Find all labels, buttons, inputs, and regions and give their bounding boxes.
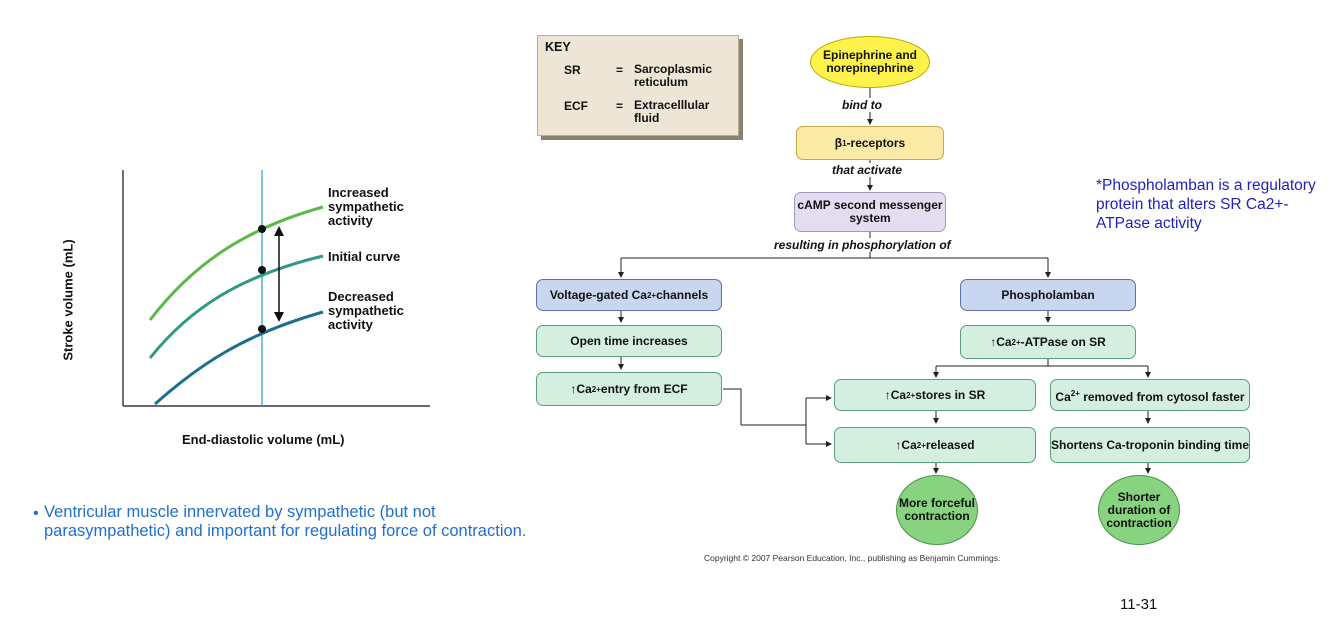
key-eq-sr: = [616, 63, 624, 77]
more-forceful-node: More forceful contraction [896, 475, 978, 545]
up-arrow-icon: ↑ [884, 387, 891, 402]
removed-from-cytosol-node: Ca2+ removed from cytosol faster [1050, 379, 1250, 411]
initial-curve [148, 254, 324, 359]
key-abbr-sr: SR [564, 63, 581, 77]
released-text-pre: Ca [901, 437, 917, 452]
stores-text-pre: Ca [890, 387, 907, 402]
bullet-text: Ventricular muscle innervated by sympath… [44, 503, 527, 540]
initial-point [258, 266, 266, 274]
beta-symbol: β [834, 135, 843, 150]
decreased-sympathetic-curve [154, 310, 324, 406]
released-sup: 2+ [916, 440, 926, 450]
stores-sup: 2+ [906, 390, 916, 400]
removed-text-pre: Ca [1055, 389, 1071, 404]
decreased-curve-label: Decreased sympathetic activity [328, 289, 404, 332]
entry-sup: 2+ [591, 384, 601, 394]
increased-curve-label: Increased sympathetic activity [328, 185, 404, 228]
bind-to-label: bind to [842, 98, 882, 112]
graph-x-label: End-diastolic volume (mL) [182, 432, 345, 447]
initial-curve-label: Initial curve [328, 249, 401, 264]
camp-node: cAMP second messenger system [794, 192, 946, 232]
vg-text-pre: Voltage-gated Ca [549, 287, 647, 302]
open-time-node: Open time increases [536, 325, 722, 357]
increased-point [258, 225, 266, 233]
key-def-ecf: Extracelllular fluid [634, 98, 710, 125]
phospholamban-node: Phospholamban [960, 279, 1136, 311]
key-abbr-ecf: ECF [564, 99, 588, 113]
entry-text-post: entry from ECF [600, 381, 688, 396]
beta-receptors-text: -receptors [846, 135, 906, 150]
atpase-sup: 2+ [1011, 337, 1021, 347]
vg-sup: 2+ [646, 290, 657, 300]
decreased-point [258, 325, 266, 333]
atpase-text-pre: Ca [996, 334, 1012, 349]
up-arrow-icon: ↑ [895, 437, 902, 452]
key-box: KEY SR = Sarcoplasmic reticulum ECF = Ex… [537, 35, 739, 136]
vg-text-post: channels [656, 287, 709, 302]
increased-sympathetic-curve [148, 205, 324, 321]
epinephrine-node: Epinephrine and norepinephrine [810, 36, 930, 88]
copyright-text: Copyright © 2007 Pearson Education, Inc.… [704, 553, 1001, 563]
shortens-binding-node: Shortens Ca-troponin binding time [1050, 427, 1250, 463]
arrow-down-icon [274, 312, 284, 322]
atpase-text-post: -ATPase on SR [1020, 334, 1106, 349]
up-arrow-icon: ↑ [990, 334, 997, 349]
up-arrow-icon: ↑ [570, 381, 577, 396]
key-title: KEY [545, 40, 571, 54]
beta-subscript: 1 [842, 138, 847, 148]
removed-sup: 2+ [1070, 388, 1080, 398]
that-activate-label: that activate [832, 163, 903, 177]
page-number: 11-31 [1120, 596, 1158, 613]
frank-starling-graph [122, 170, 430, 407]
stores-text-post: stores in SR [915, 387, 986, 402]
key-eq-ecf: = [616, 99, 624, 113]
released-text-post: released [925, 437, 975, 452]
entry-text-pre: Ca [576, 381, 592, 396]
resulting-label: resulting in phosphorylation of [774, 238, 951, 252]
shorter-duration-node: Shorter duration of contraction [1098, 475, 1180, 545]
key-def-sr: Sarcoplasmic reticulum [634, 62, 713, 89]
bullet-marker: • [33, 505, 39, 522]
arrow-up-icon [274, 226, 284, 236]
phospholamban-note: *Phospholamban is a regulatory protein t… [1096, 177, 1316, 232]
removed-text-post: removed from cytosol faster [1079, 389, 1245, 404]
removed-text: Ca2+ removed from cytosol faster [1055, 387, 1244, 404]
